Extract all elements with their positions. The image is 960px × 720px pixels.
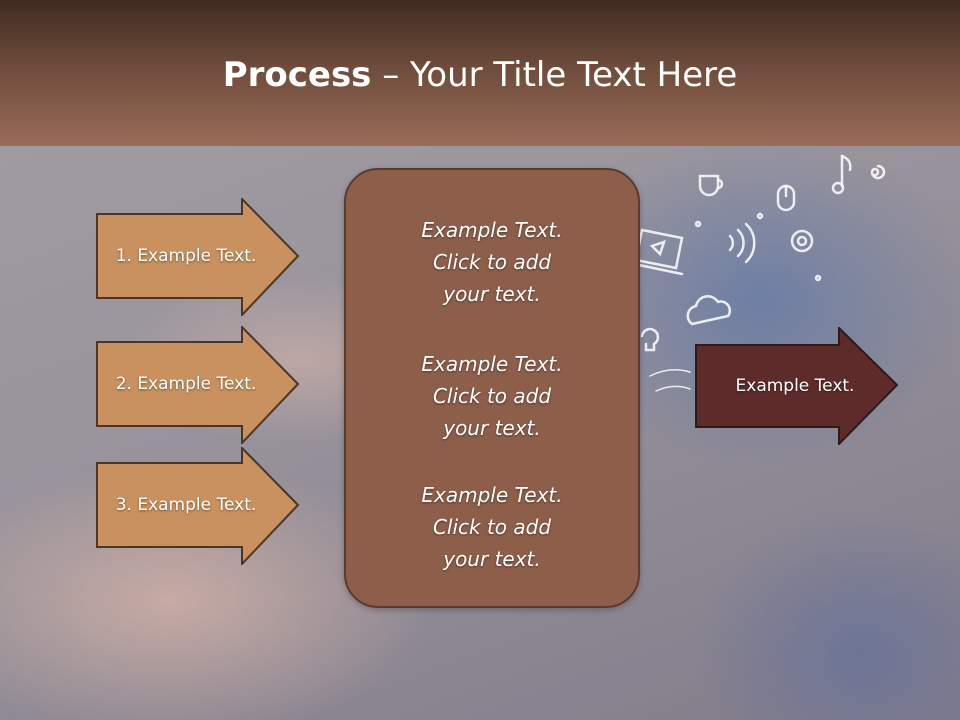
left-arrow-label: 2. Example Text. [115, 374, 257, 394]
block-line: Click to add [432, 515, 552, 539]
block-line: Click to add [432, 384, 552, 408]
arrow-shape [96, 198, 300, 316]
left-arrow-2[interactable]: 2. Example Text. [96, 326, 300, 444]
arrow-shape [96, 326, 300, 444]
spiral-icon [870, 164, 886, 180]
arrow-shape [96, 447, 300, 565]
arrow-shape [695, 327, 899, 445]
block-line: Example Text. [421, 483, 563, 507]
right-arrow[interactable]: Example Text. [695, 327, 899, 445]
block-line: Example Text. [421, 218, 563, 242]
block-line: Click to add [432, 250, 552, 274]
cloud-icon [686, 295, 732, 326]
center-text-block-2: Example Text. Click to add your text. [346, 348, 638, 444]
block-line: Example Text. [421, 352, 563, 376]
center-text-block-1: Example Text. Click to add your text. [346, 214, 638, 310]
laptop-icon [632, 228, 684, 276]
title-bold: Process [222, 55, 372, 95]
block-line: your text. [443, 547, 541, 571]
center-text-box[interactable]: Example Text. Click to add your text. Ex… [344, 168, 640, 608]
left-arrow-1[interactable]: 1. Example Text. [96, 198, 300, 316]
slide-title[interactable]: Process – Your Title Text Here [0, 52, 960, 98]
left-arrow-label: 3. Example Text. [115, 495, 257, 515]
title-band [0, 0, 960, 146]
block-line: your text. [443, 416, 541, 440]
right-arrow-label: Example Text. [735, 376, 855, 396]
lightbulb-icon [640, 327, 660, 352]
wifi-icon [728, 222, 756, 264]
coffee-cup-icon [698, 174, 724, 197]
center-text-block-3: Example Text. Click to add your text. [346, 479, 638, 575]
left-arrow-3[interactable]: 3. Example Text. [96, 447, 300, 565]
title-rest: – Your Title Text Here [371, 55, 738, 95]
block-line: your text. [443, 282, 541, 306]
left-arrow-label: 1. Example Text. [115, 246, 257, 266]
at-sign-icon [790, 229, 814, 253]
mouse-icon [776, 184, 796, 212]
music-note-icon [831, 154, 852, 195]
